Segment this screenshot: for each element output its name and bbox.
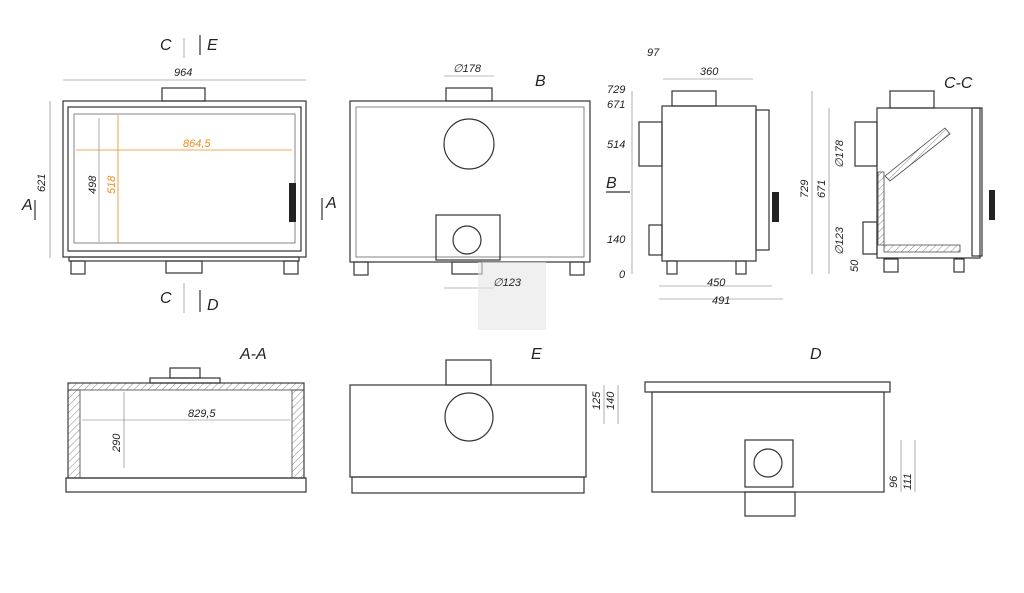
flue-diameter-label: ∅178 xyxy=(453,63,482,75)
air-inlet-diameter-label: ∅123 xyxy=(493,277,522,289)
view-e-title: E xyxy=(531,346,542,363)
section-aa-title: A-A xyxy=(239,346,267,363)
section-a-right-label: A xyxy=(325,195,337,212)
section-a-left-label: A xyxy=(21,197,33,214)
d-dim-96: 96 xyxy=(888,475,900,488)
dim-729: 729 xyxy=(607,84,625,96)
view-b-title: B xyxy=(535,73,546,90)
dim-0: 0 xyxy=(619,269,626,281)
cc-dim-671: 671 xyxy=(816,180,828,198)
front-view: C E 964 621 498 518 864,5 A A C D xyxy=(21,35,337,314)
view-d-title: D xyxy=(810,346,822,363)
section-aa: A-A 829,5 290 xyxy=(65,346,307,493)
dim-514: 514 xyxy=(607,139,625,151)
section-c-label: C xyxy=(160,37,172,54)
dim-140: 140 xyxy=(607,234,626,246)
glass-height-dimension: 518 xyxy=(106,175,118,194)
rear-view-b: ∅178 B ∅123 xyxy=(349,63,591,330)
dim-360: 360 xyxy=(700,66,719,78)
dim-97: 97 xyxy=(647,47,660,59)
view-e: E 125 140 xyxy=(349,346,619,494)
d-dim-111: 111 xyxy=(902,473,914,490)
inner-height-dimension: 498 xyxy=(87,175,99,194)
dim-450: 450 xyxy=(707,277,726,289)
glass-width-dimension: 864,5 xyxy=(183,138,211,150)
view-d: D 96 111 xyxy=(644,346,916,517)
section-cc-title: C-C xyxy=(944,75,973,92)
section-e-label: E xyxy=(207,37,218,54)
dim-671: 671 xyxy=(607,99,625,111)
cc-dim-729: 729 xyxy=(799,180,811,198)
arrow-b-label: B xyxy=(606,175,617,192)
watermark-logo xyxy=(478,262,546,330)
section-c-bottom-label: C xyxy=(160,290,172,307)
cc-air-diameter: ∅123 xyxy=(834,226,846,255)
height-dimension: 621 xyxy=(36,174,48,192)
section-d-label: D xyxy=(207,297,219,314)
e-dim-140: 140 xyxy=(605,391,617,410)
section-cc: C-C 729 671 ∅178 ∅123 50 xyxy=(799,75,995,274)
cc-dim-50: 50 xyxy=(849,259,861,272)
side-view: 97 360 729 671 514 B 140 0 450 491 xyxy=(606,47,783,307)
aa-height-dimension: 290 xyxy=(111,433,123,453)
width-dimension: 964 xyxy=(174,67,192,79)
dim-491: 491 xyxy=(712,295,730,307)
e-dim-125: 125 xyxy=(591,391,603,410)
aa-width-dimension: 829,5 xyxy=(188,408,216,420)
cc-flue-diameter: ∅178 xyxy=(834,139,846,168)
